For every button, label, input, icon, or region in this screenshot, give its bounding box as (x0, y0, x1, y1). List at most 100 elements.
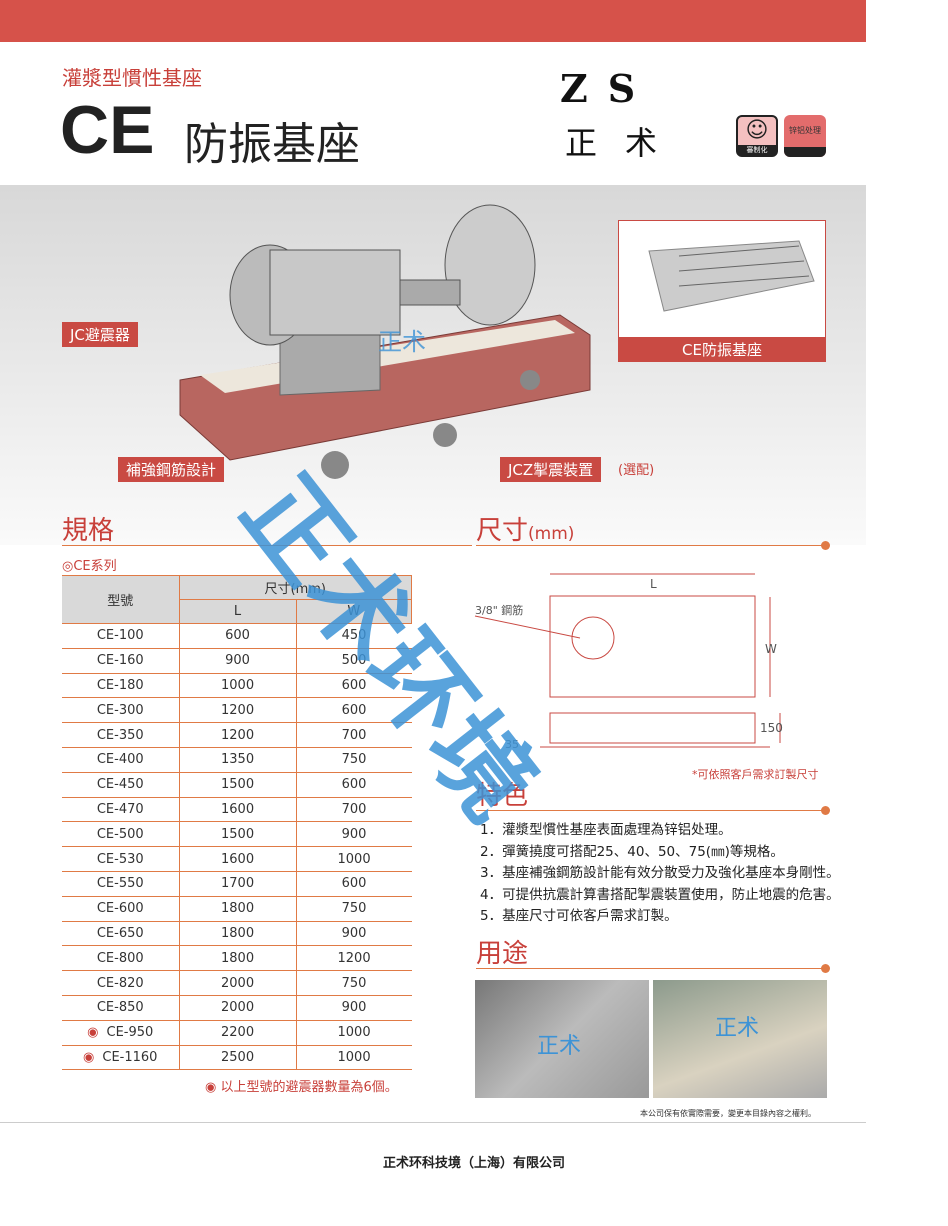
photo-watermark: 正术 (537, 1034, 582, 1059)
mark-icon: ◉ (87, 1025, 99, 1041)
callout-ce: CE防振基座 (618, 337, 826, 362)
cell-w: 1200 (295, 945, 412, 972)
cell-l: 2000 (178, 970, 297, 996)
cell-model: CE-400 (62, 747, 179, 773)
cell-w: 600 (295, 871, 412, 897)
divider-dot (821, 806, 830, 815)
cell-l: 2500 (178, 1045, 297, 1071)
cell-w: 600 (295, 772, 412, 798)
title-code: CE (60, 92, 155, 168)
cell-l: 1700 (178, 871, 297, 897)
cell-model: ◉CE-1160 (62, 1045, 179, 1071)
cell-w: 700 (295, 797, 412, 823)
cell-l: 1500 (178, 821, 297, 848)
divider-dot (821, 964, 830, 973)
dim-l: L (650, 577, 657, 591)
dim-35: 35 (505, 738, 519, 751)
model-text: CE-470 (96, 801, 144, 817)
cell-l: 1800 (178, 945, 297, 972)
model-text: CE-180 (96, 677, 144, 693)
cell-l: 1600 (178, 846, 297, 872)
divider (476, 968, 826, 969)
cell-l: 1500 (178, 772, 297, 798)
hero-watermark: 正术 (378, 328, 426, 356)
cell-model: CE-500 (62, 821, 179, 848)
cell-model: CE-350 (62, 722, 179, 748)
photo-watermark: 正术 (715, 1016, 760, 1041)
cell-l: 1800 (178, 896, 297, 922)
callout-jc: JC避震器 (62, 322, 138, 347)
model-text: CE-500 (96, 826, 144, 842)
divider (476, 545, 826, 546)
model-text: CE-530 (96, 851, 144, 867)
cell-w: 900 (295, 995, 412, 1021)
model-text: CE-450 (96, 777, 144, 793)
cell-l: 600 (178, 623, 297, 649)
usage-heading: 用途 (476, 939, 529, 969)
badge-label: 審制化 (738, 145, 776, 155)
cell-w: 500 (295, 648, 412, 674)
company-name: 正术环科技境（上海）有限公司 (382, 1156, 565, 1171)
callout-jcz-note: (選配) (618, 463, 655, 478)
model-text: CE-1160 (102, 1049, 158, 1065)
model-text: CE-350 (96, 727, 144, 743)
footer-divider (0, 1122, 866, 1123)
cell-model: CE-800 (62, 945, 179, 972)
usage-photos: 正术 正术 (475, 980, 827, 1098)
cell-l: 2000 (178, 995, 297, 1021)
cell-l: 1000 (178, 673, 297, 699)
model-text: CE-600 (96, 901, 144, 917)
cell-w: 750 (295, 896, 412, 922)
cell-model: CE-100 (62, 623, 179, 649)
cell-l: 1800 (178, 921, 297, 947)
dim-rebar: 3/8" 鋼筋 (475, 603, 523, 617)
dim-w: W (765, 642, 777, 656)
usage-photo-2 (653, 980, 827, 1098)
col-l: L (179, 599, 297, 624)
zinc-badge: 锌铝处理 (784, 115, 826, 157)
cell-model: CE-820 (62, 970, 179, 996)
cell-l: 2200 (178, 1020, 297, 1046)
cell-l: 1200 (178, 697, 297, 724)
cell-model: CE-850 (62, 995, 179, 1021)
dim-150: 150 (760, 721, 783, 735)
model-text: CE-650 (96, 925, 144, 941)
feature-item: 2．彈簧撓度可搭配25、40、50、75(㎜)等規格。 (480, 843, 784, 860)
feature-item: 4．可提供抗震計算書搭配掣震裝置使用，防止地震的危害。 (480, 886, 840, 903)
smiley-icon: ☺ (745, 118, 769, 143)
cell-model: CE-300 (62, 697, 179, 724)
features-list: 1．灌漿型慣性基座表面處理為锌铝处理。 2．彈簧撓度可搭配25、40、50、75… (480, 820, 840, 928)
usage-photo-1 (475, 980, 649, 1098)
feature-item: 3．基座補強鋼筋設計能有效分散受力及強化基座本身剛性。 (480, 865, 840, 881)
callout-jcz: JCZ掣震裝置 (500, 457, 602, 482)
dimension-drawing: L W 3/8" 鋼筋 150 35 (474, 573, 783, 751)
feature-item: 1．灌漿型慣性基座表面處理為锌铝处理。 (480, 822, 732, 838)
cell-model: CE-530 (62, 846, 179, 872)
model-text: CE-800 (96, 950, 144, 966)
base-drawing (179, 204, 591, 479)
cell-w: 600 (295, 697, 412, 724)
col-model: 型號 (62, 575, 180, 624)
inset-photo (618, 220, 826, 338)
feature-item: 5．基座尺寸可依客戶需求訂製。 (480, 908, 678, 924)
title-text: 防振基座 (184, 119, 360, 170)
cell-model: CE-470 (62, 797, 179, 823)
model-text: CE-300 (96, 702, 144, 718)
spec-heading: 規格 (62, 516, 115, 546)
cell-model: CE-650 (62, 921, 179, 947)
